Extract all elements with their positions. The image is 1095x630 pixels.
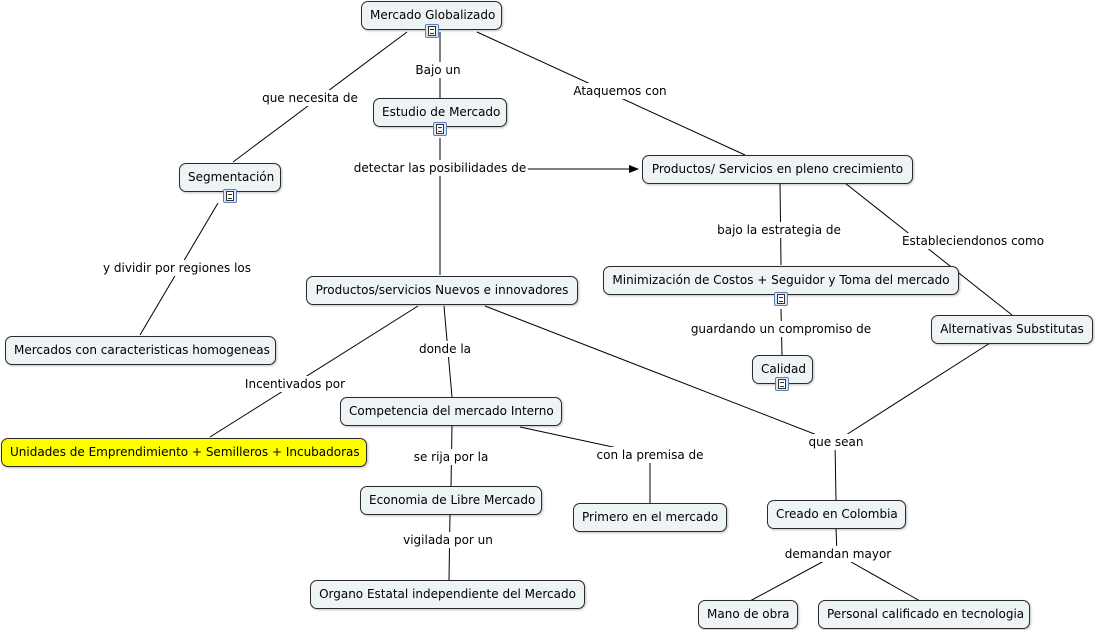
link-guardando: guardando un compromiso de [688,321,874,337]
node-segmentacion[interactable]: Segmentación [179,163,281,192]
node-minimizacion-costos[interactable]: Minimización de Costos + Seguidor y Toma… [603,266,959,295]
edge-que-sean-creado [834,441,837,501]
edge-incentivados [209,305,419,438]
node-competencia-mercado[interactable]: Competencia del mercado Interno [340,397,562,426]
document-icon[interactable] [775,377,789,391]
node-alternativas-substitutas[interactable]: Alternativas Substitutas [931,315,1093,344]
node-productos-crecimiento[interactable]: Productos/ Servicios en pleno crecimient… [642,155,913,184]
node-productos-nuevos[interactable]: Productos/servicios Nuevos e innovadores [306,276,578,305]
link-estableciendonos: Estableciendonos como [899,233,1047,249]
node-unidades-emprendimiento[interactable]: Unidades de Emprendimiento + Semilleros … [1,438,367,467]
document-icon[interactable] [223,189,237,203]
document-icon[interactable] [425,24,439,38]
link-con-premisa: con la premisa de [594,447,706,463]
link-incentivados: Incentivados por [242,376,348,392]
link-bajo-un: Bajo un [413,62,463,78]
link-y-dividir: y dividir por regiones los [100,260,254,276]
edge-estableciendonos [844,182,1013,316]
link-se-rija: se rija por la [411,449,491,465]
document-icon[interactable] [774,292,788,306]
link-detectar: detectar las posibilidades de [351,160,529,176]
link-vigilada: vigilada por un [401,532,495,548]
link-donde-la: donde la [416,341,474,357]
node-primero-mercado[interactable]: Primero en el mercado [573,503,727,532]
edge-alternativas-que-sean [834,342,991,443]
link-que-necesita-de: que necesita de [260,90,360,106]
node-personal-calificado[interactable]: Personal calificado en tecnologia [818,600,1030,629]
edge-productos-que-sean [484,305,836,443]
node-mano-obra[interactable]: Mano de obra [698,600,798,629]
node-economia-libre[interactable]: Economia de Libre Mercado [360,486,542,515]
node-mercados-homogeneas[interactable]: Mercados con caracteristicas homogeneas [5,336,276,365]
document-icon[interactable] [433,122,447,136]
link-bajo-estrategia: bajo la estrategia de [715,222,843,238]
link-que-sean: que sean [806,434,866,450]
node-creado-colombia[interactable]: Creado en Colombia [767,500,906,529]
link-demandan: demandan mayor [782,546,894,562]
node-organo-estatal[interactable]: Organo Estatal independiente del Mercado [310,580,585,609]
link-ataquemos-con: Ataquemos con [571,83,669,99]
node-calidad[interactable]: Calidad [752,355,813,384]
node-estudio-mercado[interactable]: Estudio de Mercado [373,98,507,127]
